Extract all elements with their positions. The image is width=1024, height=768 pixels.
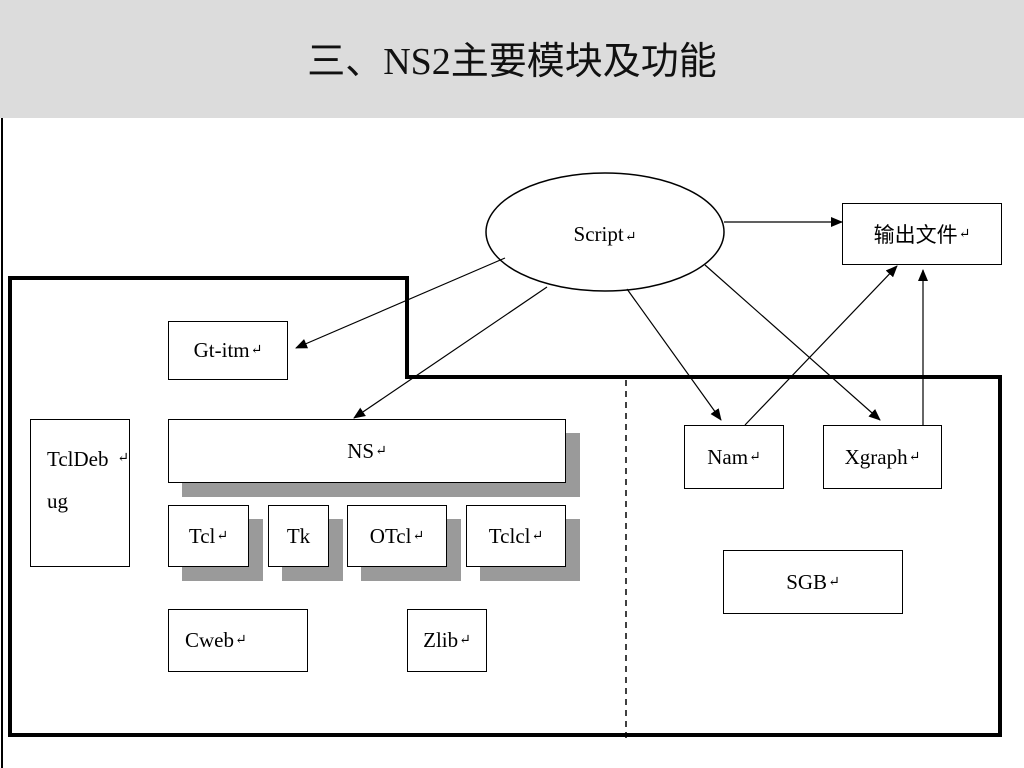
tk-box: Tk [268, 505, 329, 567]
tcldebug-box: TclDebug↵ [30, 419, 130, 567]
nam-box: Nam↵ [684, 425, 784, 489]
tcl-box: Tcl↵ [168, 505, 249, 567]
script-label: Script↵ [573, 222, 637, 246]
xgraph-box: Xgraph↵ [823, 425, 942, 489]
arrow-script-to-nam [626, 288, 722, 421]
ns-box: NS↵ [168, 419, 566, 483]
zlib-box: Zlib↵ [407, 609, 487, 672]
tclcl-box: Tclcl↵ [466, 505, 566, 567]
arrow-script-to-ns [353, 286, 548, 419]
output-file-box: 输出文件↵ [842, 203, 1002, 265]
ns-package-boundary [8, 276, 1002, 737]
arrow-script-to-xgraph [704, 264, 881, 421]
arrow-nam-to-output [744, 265, 898, 426]
slide-header: 三、NS2主要模块及功能 [0, 0, 1024, 118]
arrow-script-to-gtitm [295, 257, 506, 349]
otcl-box: OTcl↵ [347, 505, 447, 567]
sgb-box: SGB↵ [723, 550, 903, 614]
cweb-box: Cweb↵ [168, 609, 308, 672]
script-ellipse [485, 172, 725, 292]
slide-title: 三、NS2主要模块及功能 [307, 41, 717, 83]
gt-itm-box: Gt-itm↵ [168, 321, 288, 380]
